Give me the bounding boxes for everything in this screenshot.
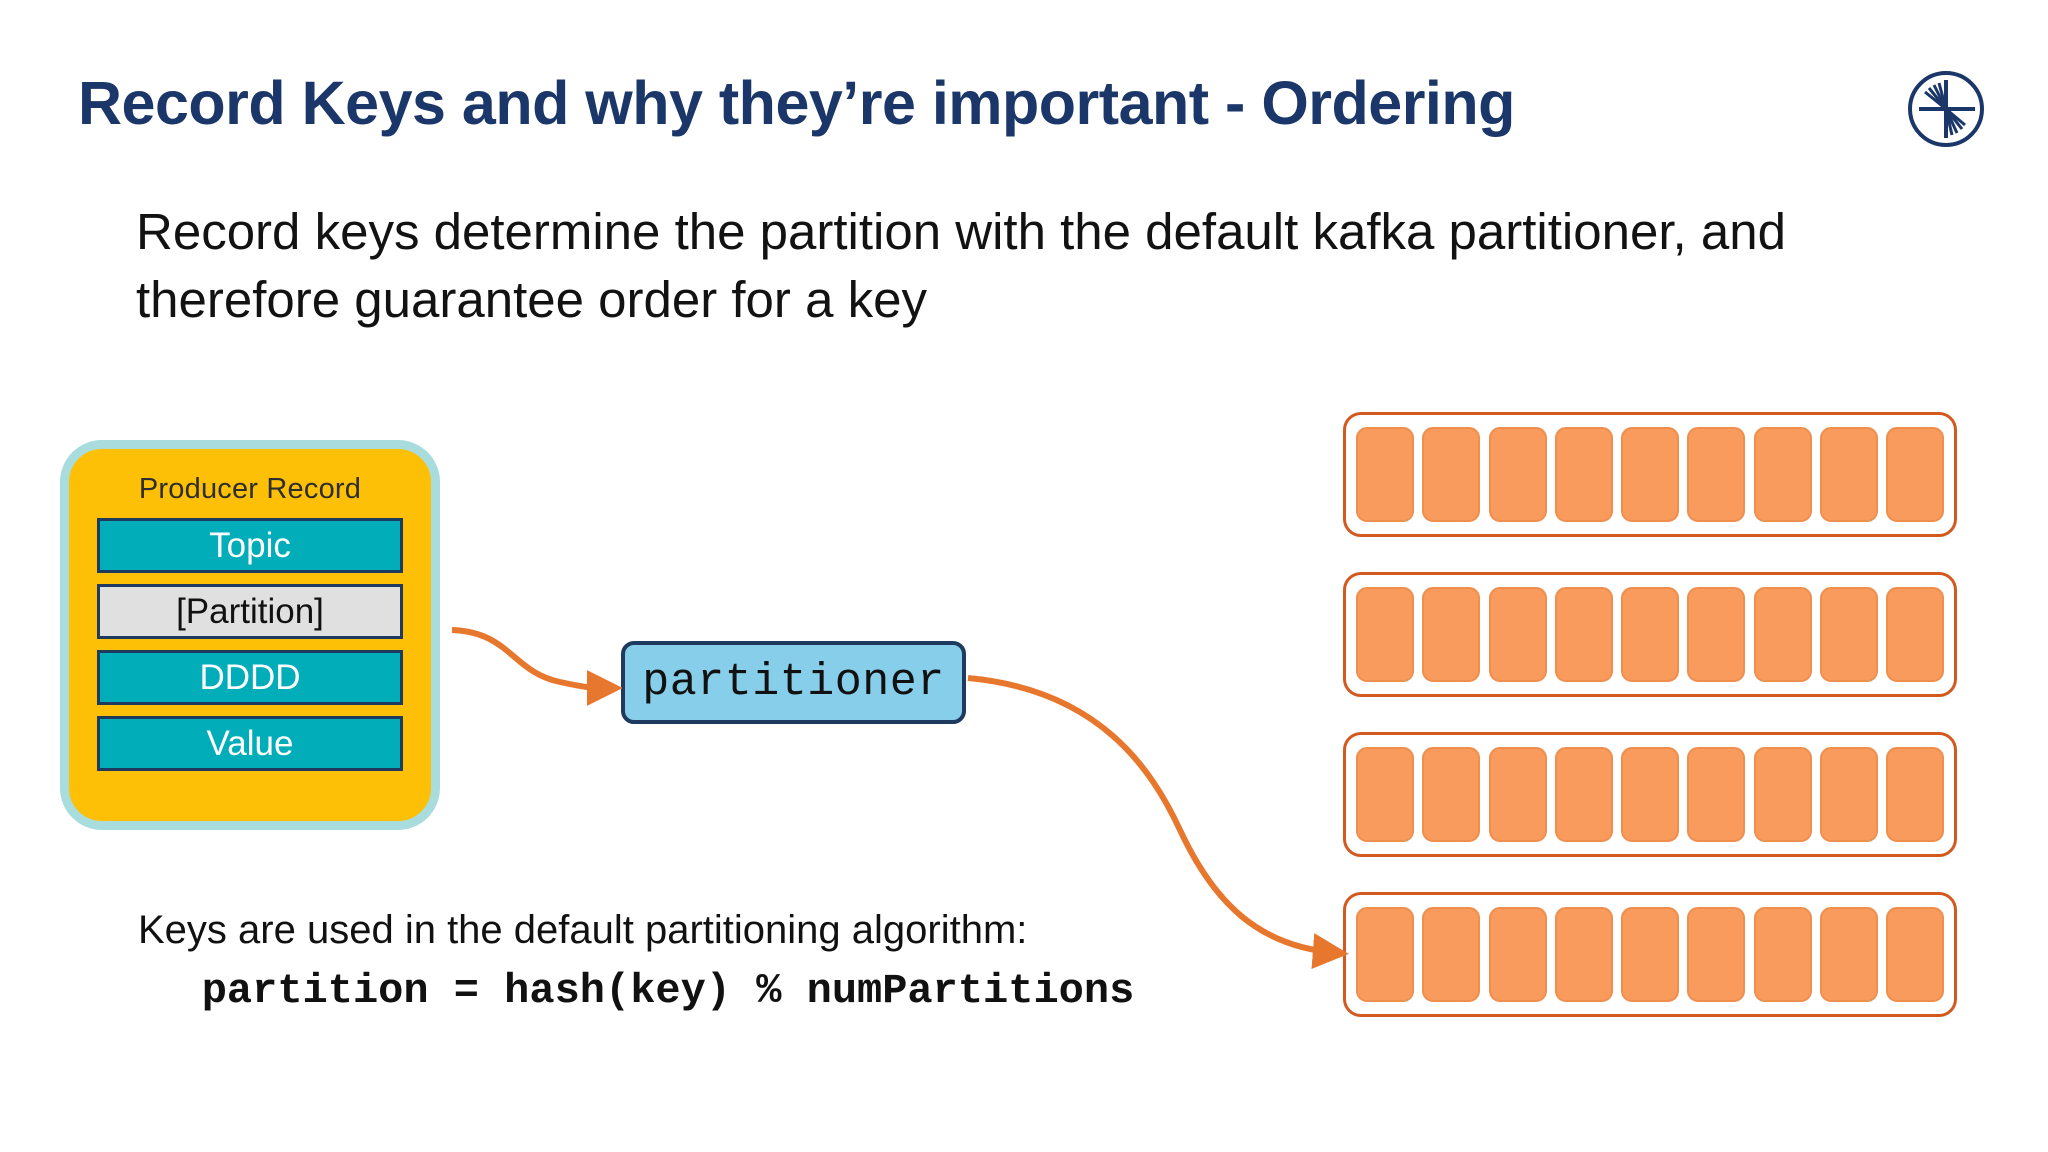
partition-cell [1488,747,1547,842]
partition-cell [1753,427,1812,522]
page-title: Record Keys and why they’re important - … [78,69,1515,137]
partition-cell [1356,747,1414,842]
partition-row [1343,732,1957,857]
partition-cell [1621,587,1679,682]
partition-cell [1422,747,1481,842]
partition-cell [1422,907,1481,1002]
partition-row [1343,412,1957,537]
partition-cell [1687,427,1746,522]
caption-line-1: Keys are used in the default partitionin… [138,908,1028,952]
partition-cell [1356,907,1414,1002]
arrow-record-to-partitioner [451,627,623,707]
subtitle-text: Record keys determine the partition with… [136,203,1786,329]
partition-cell [1753,907,1812,1002]
partition-cell [1356,427,1414,522]
partitioner-node: partitioner [621,641,966,724]
caption-block: Keys are used in the default partitionin… [138,908,1198,1015]
partition-cell [1422,427,1481,522]
record-field-value: Value [97,716,403,771]
partition-cell [1886,747,1944,842]
partition-row [1343,892,1957,1017]
partition-cell [1753,747,1812,842]
partition-cell [1488,587,1547,682]
partition-cell [1687,907,1746,1002]
partition-row [1343,572,1957,697]
partition-cell [1554,747,1613,842]
partition-cell [1554,907,1613,1002]
partition-cell [1554,587,1613,682]
partition-cell [1886,907,1944,1002]
partition-cell [1621,907,1679,1002]
partition-cell [1886,587,1944,682]
record-field-key: DDDD [97,650,403,705]
partition-cell [1819,747,1878,842]
partition-cell [1819,587,1878,682]
partition-cell [1422,587,1481,682]
partition-cell [1753,587,1812,682]
producer-record-card: Producer Record Topic [Partition] DDDD V… [60,440,440,830]
partition-cell [1819,427,1878,522]
producer-record-title: Producer Record [138,473,362,505]
partition-cell [1687,587,1746,682]
partition-cell [1621,747,1679,842]
partition-cell [1554,427,1613,522]
partition-cell [1886,427,1944,522]
caption-formula: partition = hash(key) % numPartitions [201,967,1135,1015]
partition-cell [1819,907,1878,1002]
record-field-topic: Topic [97,518,403,573]
partition-cell [1488,427,1547,522]
partition-cell [1356,587,1414,682]
partition-cell [1687,747,1746,842]
partition-cell [1621,427,1679,522]
partition-cell [1488,907,1547,1002]
partition-list [1343,412,1957,1017]
confluent-circle-logo-icon [1905,68,1987,150]
record-field-partition: [Partition] [97,584,403,639]
